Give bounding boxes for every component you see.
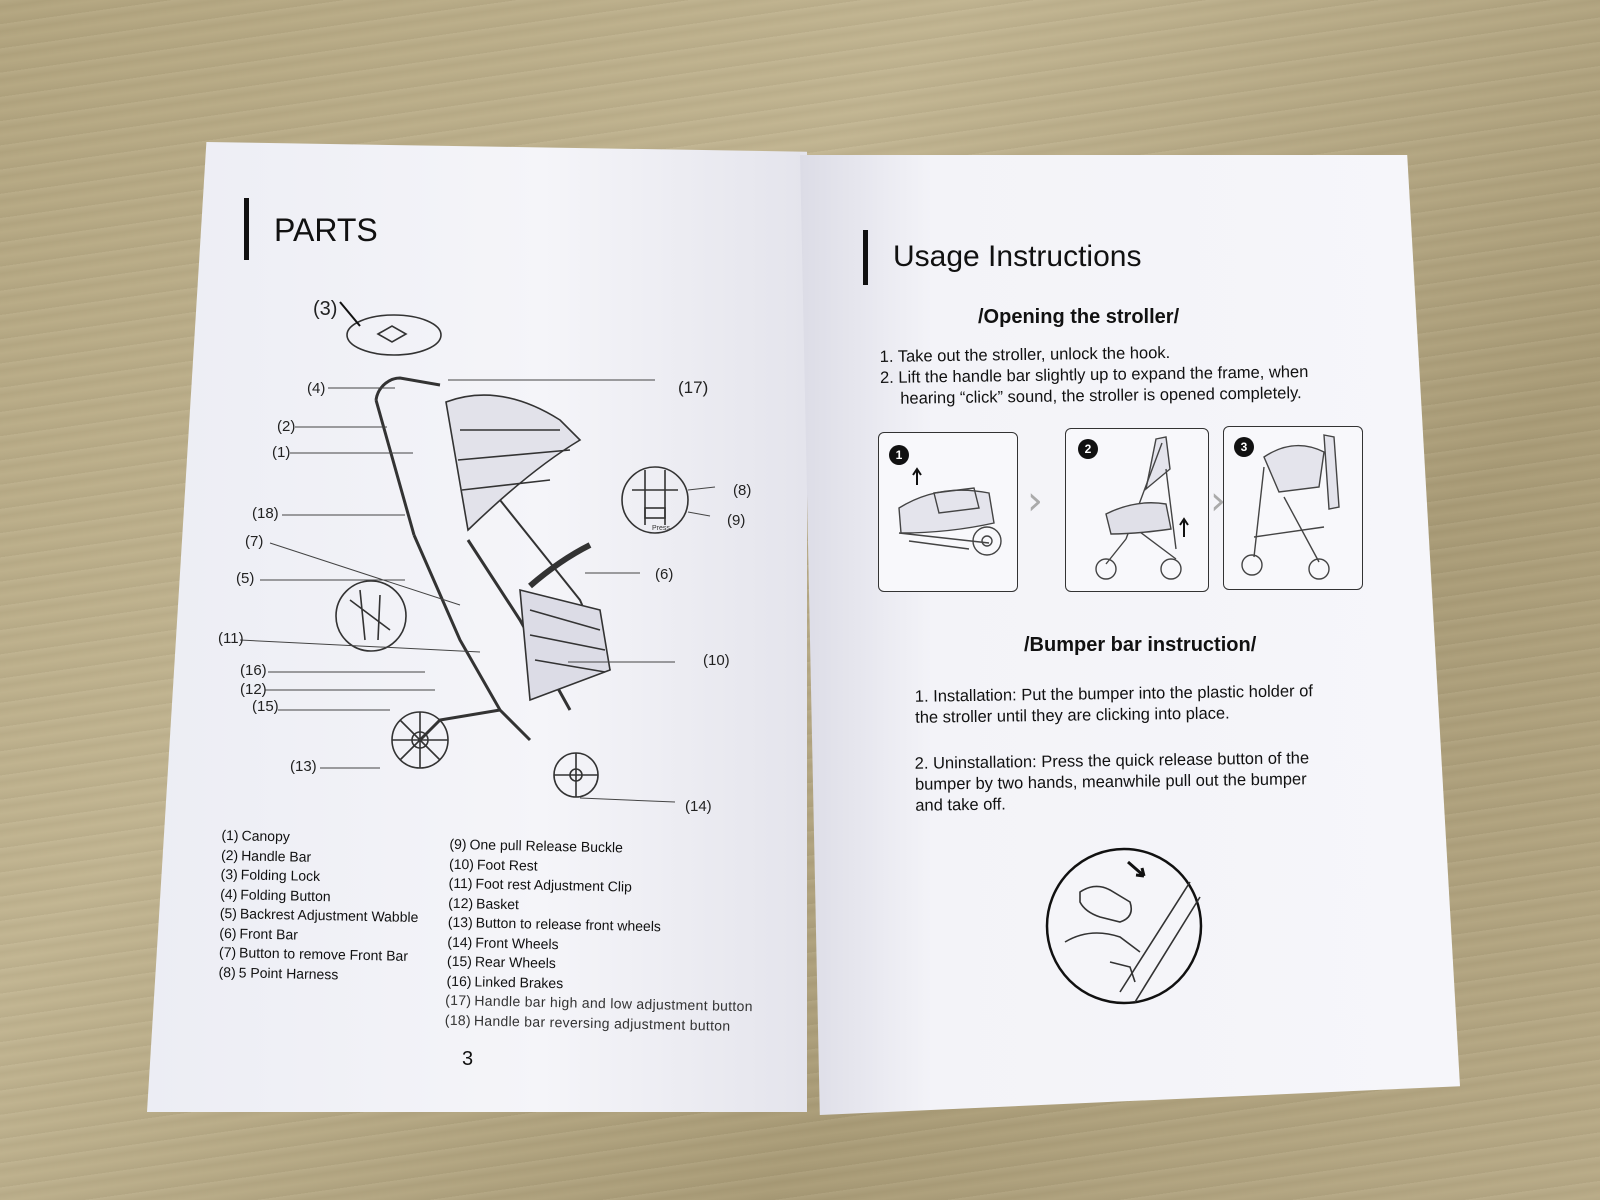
usage-title: Usage Instructions: [893, 240, 1142, 273]
step-badge-3: 3: [1234, 437, 1254, 457]
stroller-diagram: Press: [239, 301, 716, 803]
callout-6: (6): [655, 566, 674, 583]
parts-list-col1: (1)Canopy (2)Handle Bar (3)Folding Lock …: [218, 826, 420, 986]
parts-title: PARTS: [274, 212, 378, 248]
callout-16: (16): [240, 662, 267, 679]
opened-stroller-icon: [1241, 434, 1340, 580]
step-illustration-2: 2: [1065, 428, 1209, 592]
step-badge-1: 1: [889, 445, 909, 465]
step-illustration-1: 1: [878, 432, 1018, 592]
parts-list-col2-extra: (17)Handle bar high and low adjustment b…: [445, 991, 753, 1036]
left-page-parts: [147, 142, 807, 1112]
opening-heading: /Opening the stroller/: [978, 306, 1180, 328]
callout-18: (18): [252, 505, 279, 522]
callout-4: (4): [307, 380, 326, 397]
callout-5: (5): [236, 570, 255, 587]
callout-12: (12): [240, 681, 267, 698]
step-illustration-3: 3: [1223, 426, 1363, 590]
callout-13: (13): [290, 758, 317, 775]
callout-3: (3): [313, 298, 338, 320]
press-label: Press: [652, 525, 670, 532]
unfolding-stroller-icon: [1095, 436, 1189, 580]
callout-14: (14): [685, 798, 712, 815]
folded-stroller-icon: [898, 467, 1002, 556]
title-bar-left: [244, 198, 249, 260]
folding-lock-detail: [346, 314, 442, 356]
parts-list-col2: (9)One pull Release Buckle (10)Foot Rest…: [446, 835, 662, 995]
chevron-right-icon: ›: [1210, 478, 1226, 524]
callout-10: (10): [703, 652, 730, 669]
callout-1: (1): [272, 444, 291, 461]
opening-steps: 1. Take out the stroller, unlock the hoo…: [880, 341, 1309, 410]
bumper-install-text: 1. Installation: Put the bumper into the…: [915, 681, 1314, 729]
callout-15: (15): [252, 698, 279, 715]
callout-7: (7): [245, 533, 264, 550]
callout-9: (9): [727, 512, 746, 529]
callout-11: (11): [218, 630, 244, 647]
page-number: 3: [462, 1048, 474, 1070]
bumper-uninstall-text: 2. Uninstallation: Press the quick relea…: [915, 748, 1310, 817]
callout-2: (2): [277, 418, 296, 435]
bumper-release-illustration: [1045, 847, 1203, 1005]
callout-8: (8): [733, 482, 752, 499]
step-badge-2: 2: [1078, 439, 1098, 459]
bumper-heading: /Bumper bar instruction/: [1024, 634, 1257, 656]
chevron-right-icon: ›: [1027, 478, 1043, 524]
title-bar-right: [863, 230, 868, 285]
callout-17: (17): [678, 378, 709, 397]
